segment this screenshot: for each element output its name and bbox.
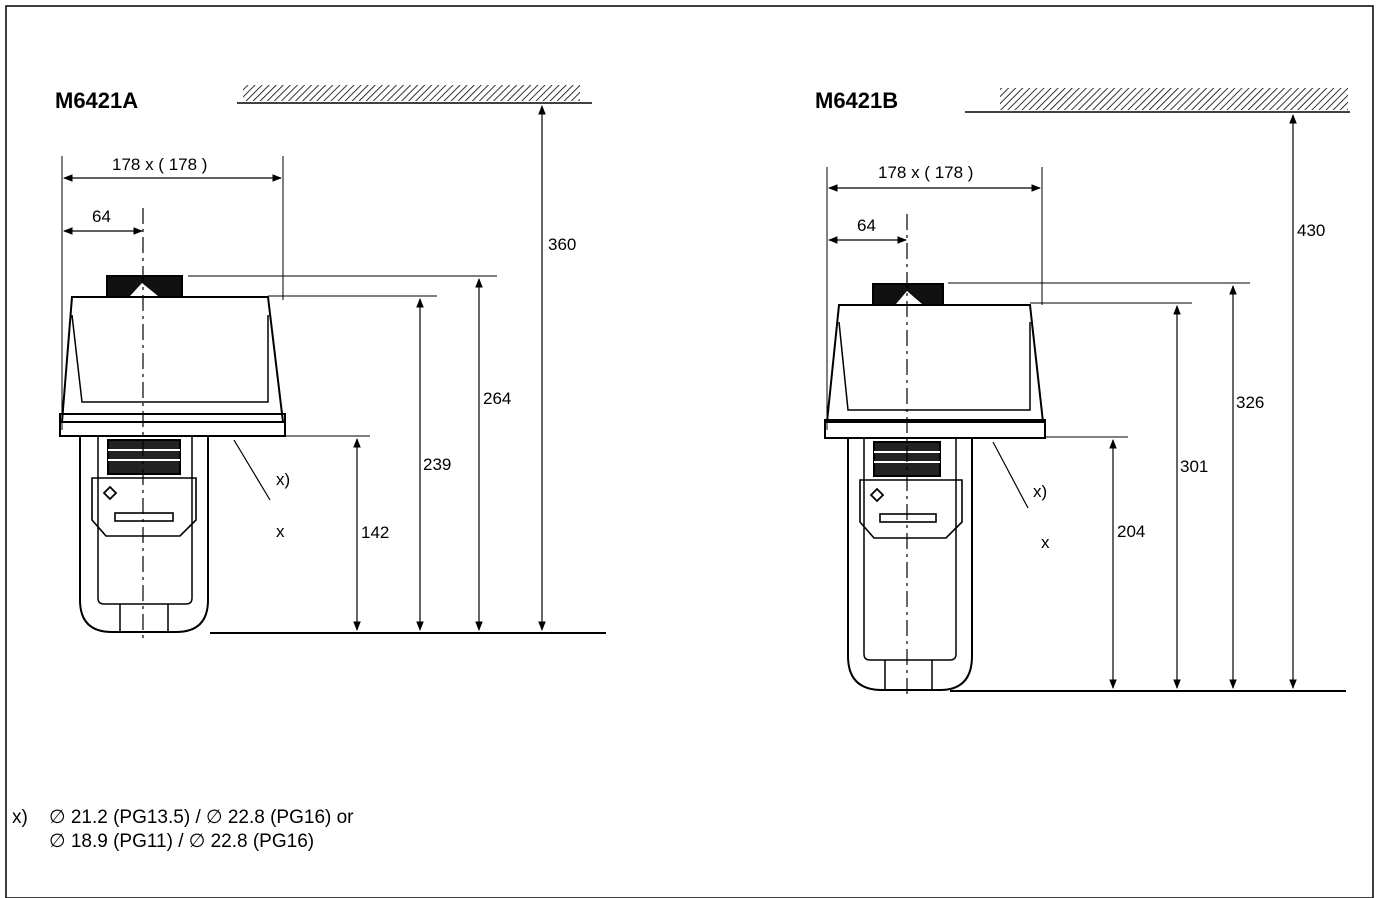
width-label: 178 x ( 178 ) xyxy=(878,163,973,182)
body-height-label: 239 xyxy=(423,455,451,474)
callout-leader xyxy=(233,439,271,501)
height-dimensions: 430 326 301 204 xyxy=(1109,114,1325,689)
top-height-label: 326 xyxy=(1236,393,1264,412)
total-height-label: 430 xyxy=(1297,221,1325,240)
model-title: M6421B xyxy=(815,88,898,113)
footnote-marker: x) xyxy=(12,807,28,828)
total-height-label: 360 xyxy=(548,235,576,254)
lower-height-label: 142 xyxy=(361,523,389,542)
width-dimension: 178 x ( 178 ) xyxy=(61,155,284,430)
height-dimensions: 360 264 239 142 xyxy=(353,105,576,631)
actuator-body xyxy=(59,275,286,633)
offset-dimension: 64 xyxy=(828,216,907,244)
offset-label: 64 xyxy=(92,207,111,226)
callout-bracket: x) xyxy=(276,470,290,489)
offset-dimension: 64 xyxy=(63,207,143,235)
callout-leader xyxy=(992,441,1029,509)
footnote-line-1: ∅ 21.2 (PG13.5) / ∅ 22.8 (PG16) or xyxy=(49,807,354,828)
lower-height-label: 204 xyxy=(1117,522,1145,541)
offset-label: 64 xyxy=(857,216,876,235)
model-title: M6421A xyxy=(55,88,138,113)
callout-bracket: x) xyxy=(1033,482,1047,501)
top-height-label: 264 xyxy=(483,389,511,408)
footnote: x) ∅ 21.2 (PG13.5) / ∅ 22.8 (PG16) or ∅ … xyxy=(12,807,354,852)
actuator-body xyxy=(824,283,1046,691)
page-frame xyxy=(5,5,1374,898)
body-height-label: 301 xyxy=(1180,457,1208,476)
callout-x: x xyxy=(1041,533,1050,552)
width-label: 178 x ( 178 ) xyxy=(112,155,207,174)
ceiling-hatch xyxy=(237,85,592,104)
width-dimension: 178 x ( 178 ) xyxy=(826,163,1043,430)
diagram-m6421b: M6421B 178 x ( 178 ) 64 xyxy=(815,88,1350,695)
callout-x: x xyxy=(276,522,285,541)
ceiling-hatch xyxy=(965,88,1350,113)
diagram-m6421a: M6421A 178 x ( 178 ) 64 xyxy=(55,85,606,640)
footnote-line-2: ∅ 18.9 (PG11) / ∅ 22.8 (PG16) xyxy=(49,831,314,852)
